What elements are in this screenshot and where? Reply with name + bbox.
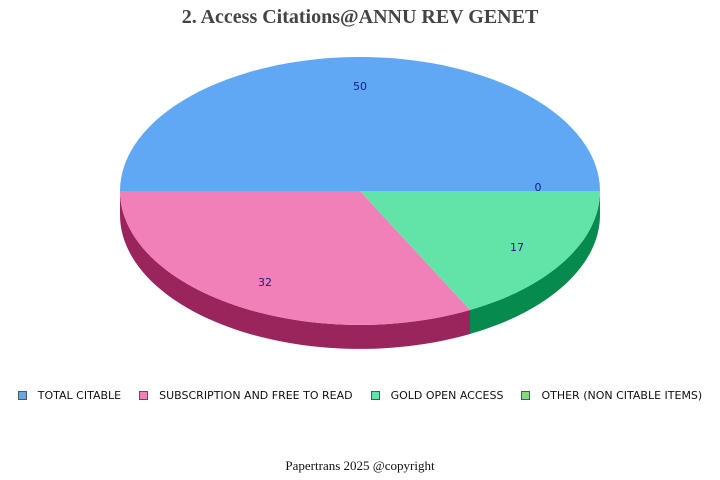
swatch-icon	[370, 391, 380, 400]
chart-title: 2. Access Citations@ANNU REV GENET	[181, 6, 539, 28]
slice-subscription[interactable]	[120, 191, 470, 325]
label-subscription: 32	[258, 276, 272, 289]
legend-label: TOTAL CITABLE	[37, 389, 122, 402]
slice-total[interactable]	[120, 57, 600, 191]
legend: TOTAL CITABLE SUBSCRIPTION AND FREE TO R…	[0, 389, 720, 402]
slice-subscription-side	[120, 191, 470, 349]
legend-label: SUBSCRIPTION AND FREE TO READ	[159, 389, 353, 402]
label-total: 50	[353, 80, 367, 93]
slice-gold[interactable]	[360, 191, 600, 310]
swatch-icon	[17, 391, 27, 400]
footer-copyright: Papertrans 2025 @copyright	[285, 458, 435, 473]
legend-label: GOLD OPEN ACCESS	[390, 389, 504, 402]
legend-item-other[interactable]: OTHER (NON CITABLE ITEMS)	[521, 389, 702, 402]
legend-item-gold[interactable]: GOLD OPEN ACCESS	[370, 389, 504, 402]
label-gold: 17	[510, 241, 524, 254]
legend-label: OTHER (NON CITABLE ITEMS)	[541, 389, 703, 402]
swatch-icon	[139, 391, 149, 400]
legend-item-total[interactable]: TOTAL CITABLE	[17, 389, 122, 402]
slice-gold-side	[470, 191, 600, 334]
legend-item-subscription[interactable]: SUBSCRIPTION AND FREE TO READ	[139, 389, 353, 402]
label-other: 0	[535, 181, 542, 194]
swatch-icon	[521, 391, 531, 400]
